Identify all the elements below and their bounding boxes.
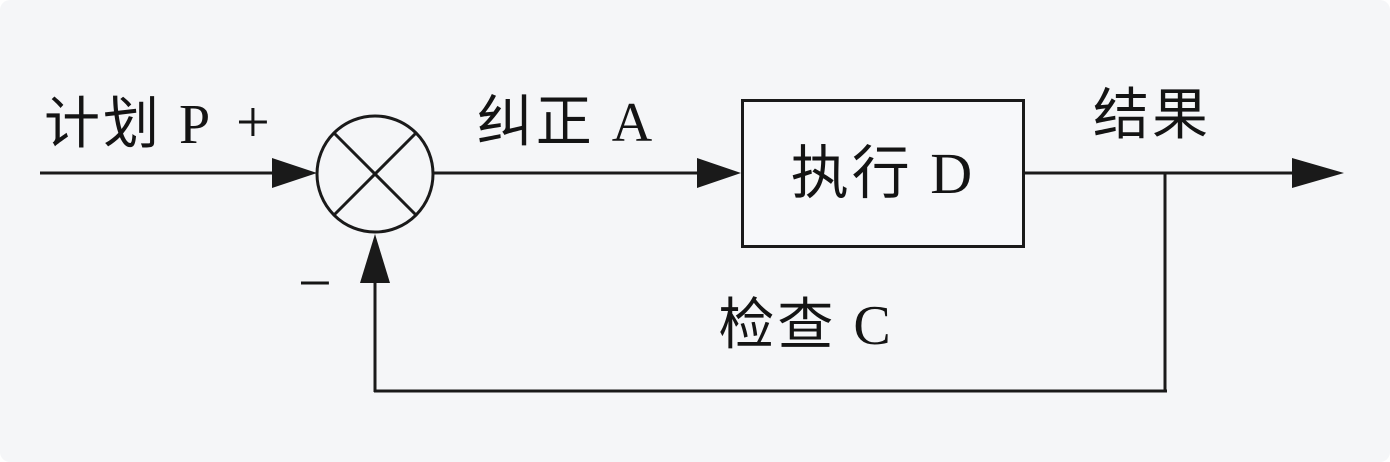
result-label: 结果 (1093, 85, 1211, 147)
correction-arrowhead (697, 158, 741, 188)
plus-sign: + (236, 89, 270, 155)
summing-junction-cross-line-2 (332, 131, 418, 217)
correction-label: 纠正 A (476, 92, 656, 154)
process-box: 执行 D (741, 99, 1025, 248)
feedback-arrowhead (360, 234, 390, 283)
check-label: 检查 C (718, 295, 894, 357)
output-arrowhead (1292, 158, 1344, 188)
minus-sign: − (298, 250, 332, 316)
input-arrowhead (272, 158, 317, 188)
process-label: 执行 D (790, 140, 976, 206)
plan-label: 计划 P (44, 94, 214, 156)
